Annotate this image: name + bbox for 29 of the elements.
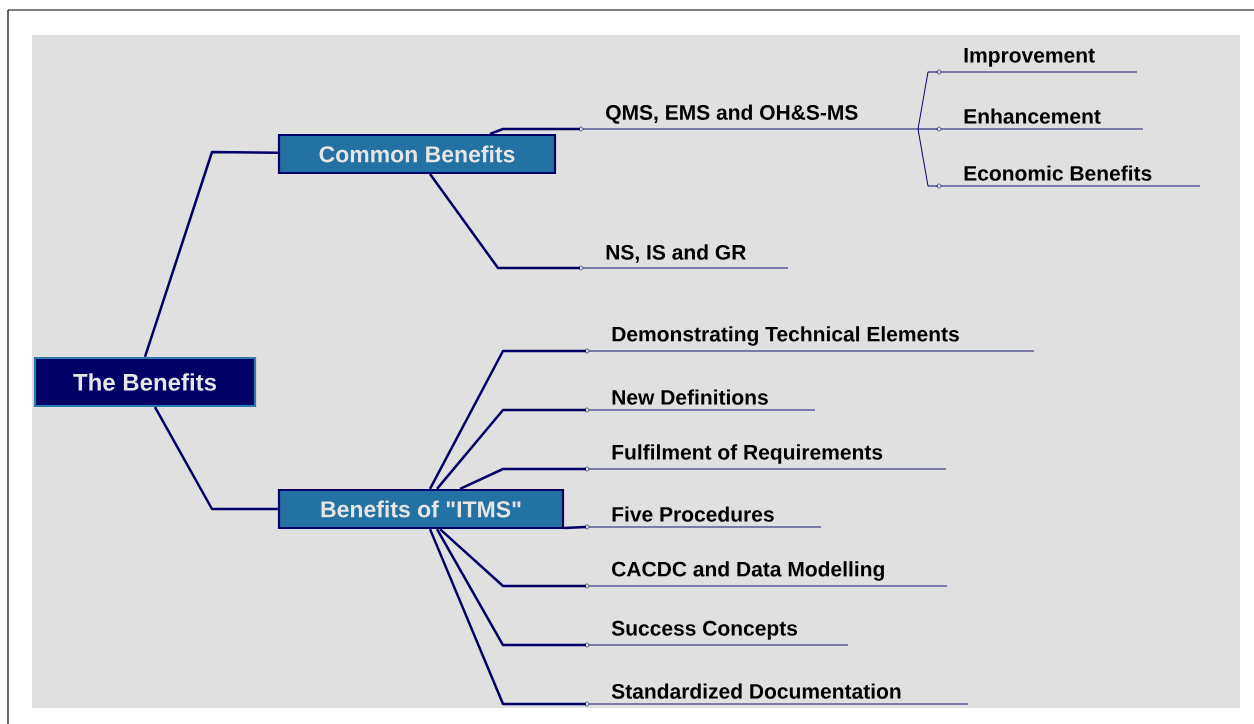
connector-line bbox=[917, 128, 939, 130]
topic-label: Five Procedures bbox=[584, 506, 822, 530]
connector-line bbox=[917, 71, 939, 130]
topic-label: QMS, EMS and OH&S-MS bbox=[578, 104, 919, 132]
topic-box: Benefits of "ITMS" bbox=[277, 488, 565, 530]
connector-line bbox=[153, 406, 278, 511]
topic-label: CACDC and Data Modelling bbox=[584, 561, 948, 589]
topic-label: New Definitions bbox=[584, 389, 816, 413]
connector-line bbox=[435, 528, 586, 647]
topic-box: The Benefits bbox=[33, 356, 257, 408]
topic-box: Common Benefits bbox=[277, 133, 557, 175]
connector-line bbox=[917, 128, 939, 187]
topic-label: Enhancement bbox=[936, 108, 1144, 132]
topic-label: NS, IS and GR bbox=[578, 244, 789, 271]
topic-label: Success Concepts bbox=[584, 620, 849, 648]
connector-line bbox=[429, 173, 580, 270]
topic-label: Improvement bbox=[936, 48, 1138, 75]
topic-label: Economic Benefits bbox=[936, 165, 1201, 189]
connector-line bbox=[439, 528, 586, 588]
connector-line bbox=[459, 467, 586, 491]
topic-label: Demonstrating Technical Elements bbox=[584, 326, 1035, 354]
connector-line bbox=[436, 408, 586, 490]
connector-line bbox=[428, 528, 586, 706]
connector-line bbox=[564, 525, 587, 530]
connector-line bbox=[143, 150, 278, 358]
topic-label: Fulfilment of Requirements bbox=[584, 444, 947, 472]
connector-line bbox=[428, 349, 586, 490]
connector-line bbox=[489, 127, 580, 136]
topic-label: Standardized Documentation bbox=[584, 683, 969, 707]
